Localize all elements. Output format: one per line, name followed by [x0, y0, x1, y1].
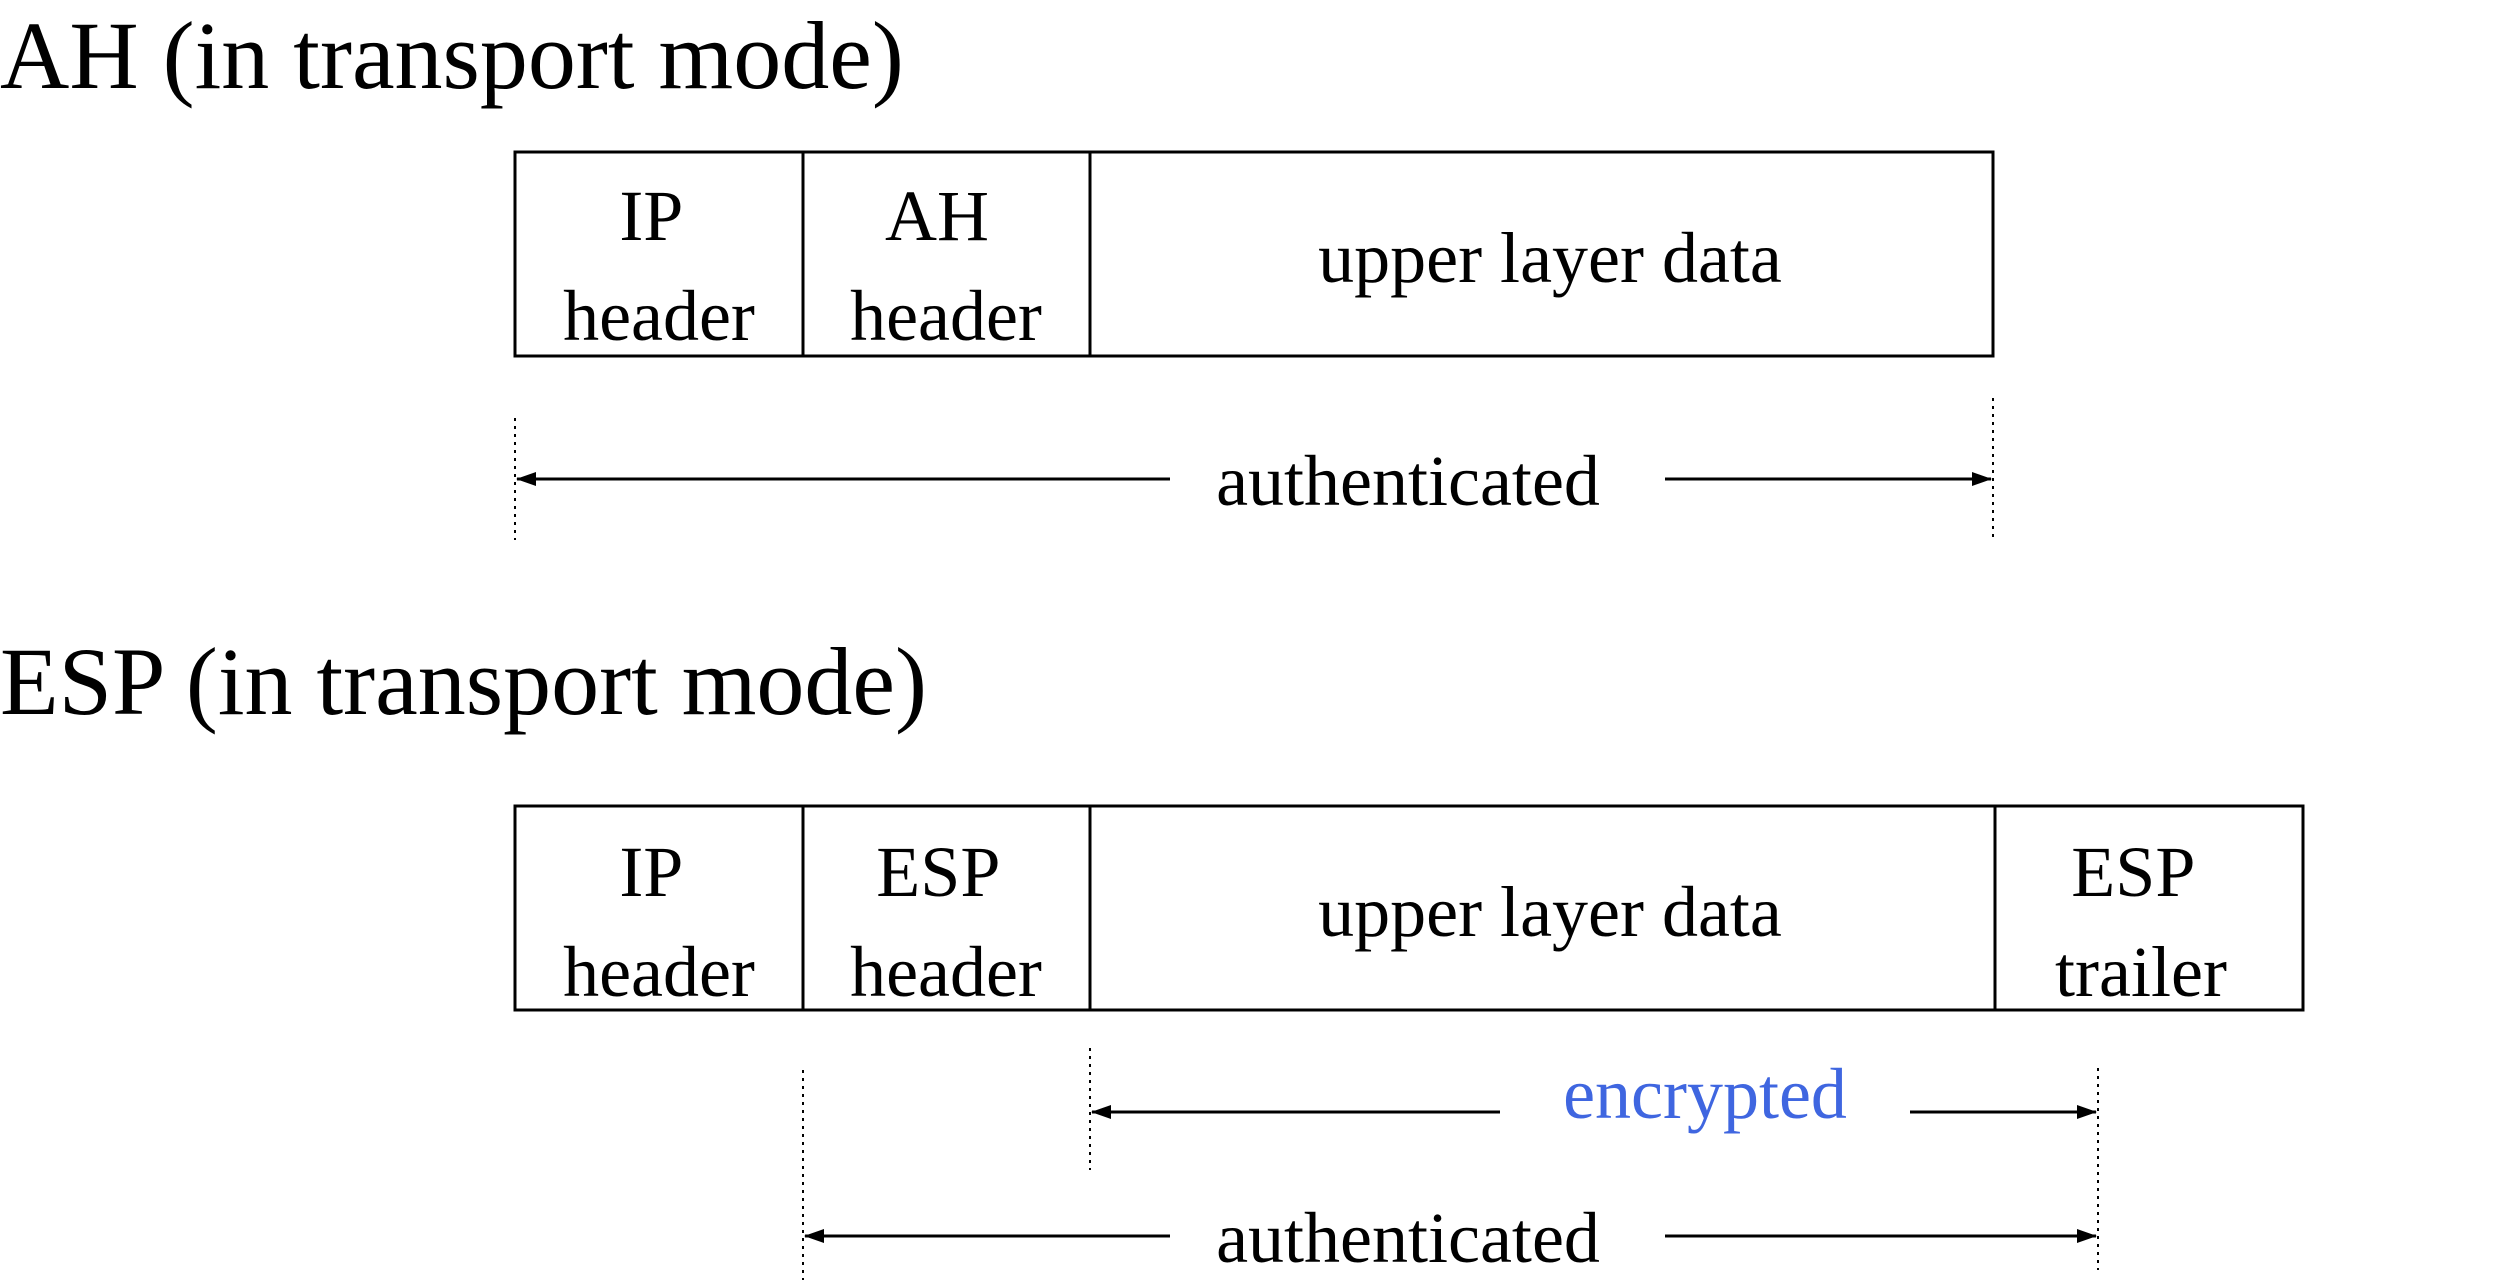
esp-authenticated-span: authenticated — [802, 1070, 2097, 1280]
esp-encrypted-span: encrypted — [1089, 1048, 2099, 1270]
esp-cell-ip-header: IP header — [563, 832, 755, 1012]
esp-authenticated-label: authenticated — [1216, 1198, 1600, 1278]
esp-section: ESP (in transport mode) IP header ESP he… — [0, 628, 2305, 1280]
esp-packet-frame — [513, 804, 2305, 1012]
esp-cell-esp-trailer: ESP trailer — [2055, 832, 2227, 1012]
ah-authenticated-label: authenticated — [1216, 441, 1600, 521]
esp-cell-esp-header: ESP header — [850, 832, 1042, 1012]
ah-packet-frame — [513, 150, 1995, 358]
esp-encrypted-label: encrypted — [1563, 1054, 1847, 1134]
esp-cell-upper-layer-data: upper layer data — [1318, 872, 1782, 952]
ah-authenticated-span: authenticated — [514, 398, 1994, 540]
esp-packet: IP header ESP header upper layer data ES… — [513, 804, 2305, 1012]
ah-cell-ip-header: IP header — [563, 176, 755, 356]
ah-section-title: AH (in transport mode) — [0, 2, 904, 109]
ah-packet: IP header AH header upper layer data — [513, 150, 1995, 358]
esp-section-title: ESP (in transport mode) — [0, 628, 927, 735]
ah-cell-upper-layer-data: upper layer data — [1318, 218, 1782, 298]
ah-section: AH (in transport mode) IP header AH head… — [0, 2, 1995, 540]
ah-cell-ah-header: AH header — [850, 176, 1042, 356]
